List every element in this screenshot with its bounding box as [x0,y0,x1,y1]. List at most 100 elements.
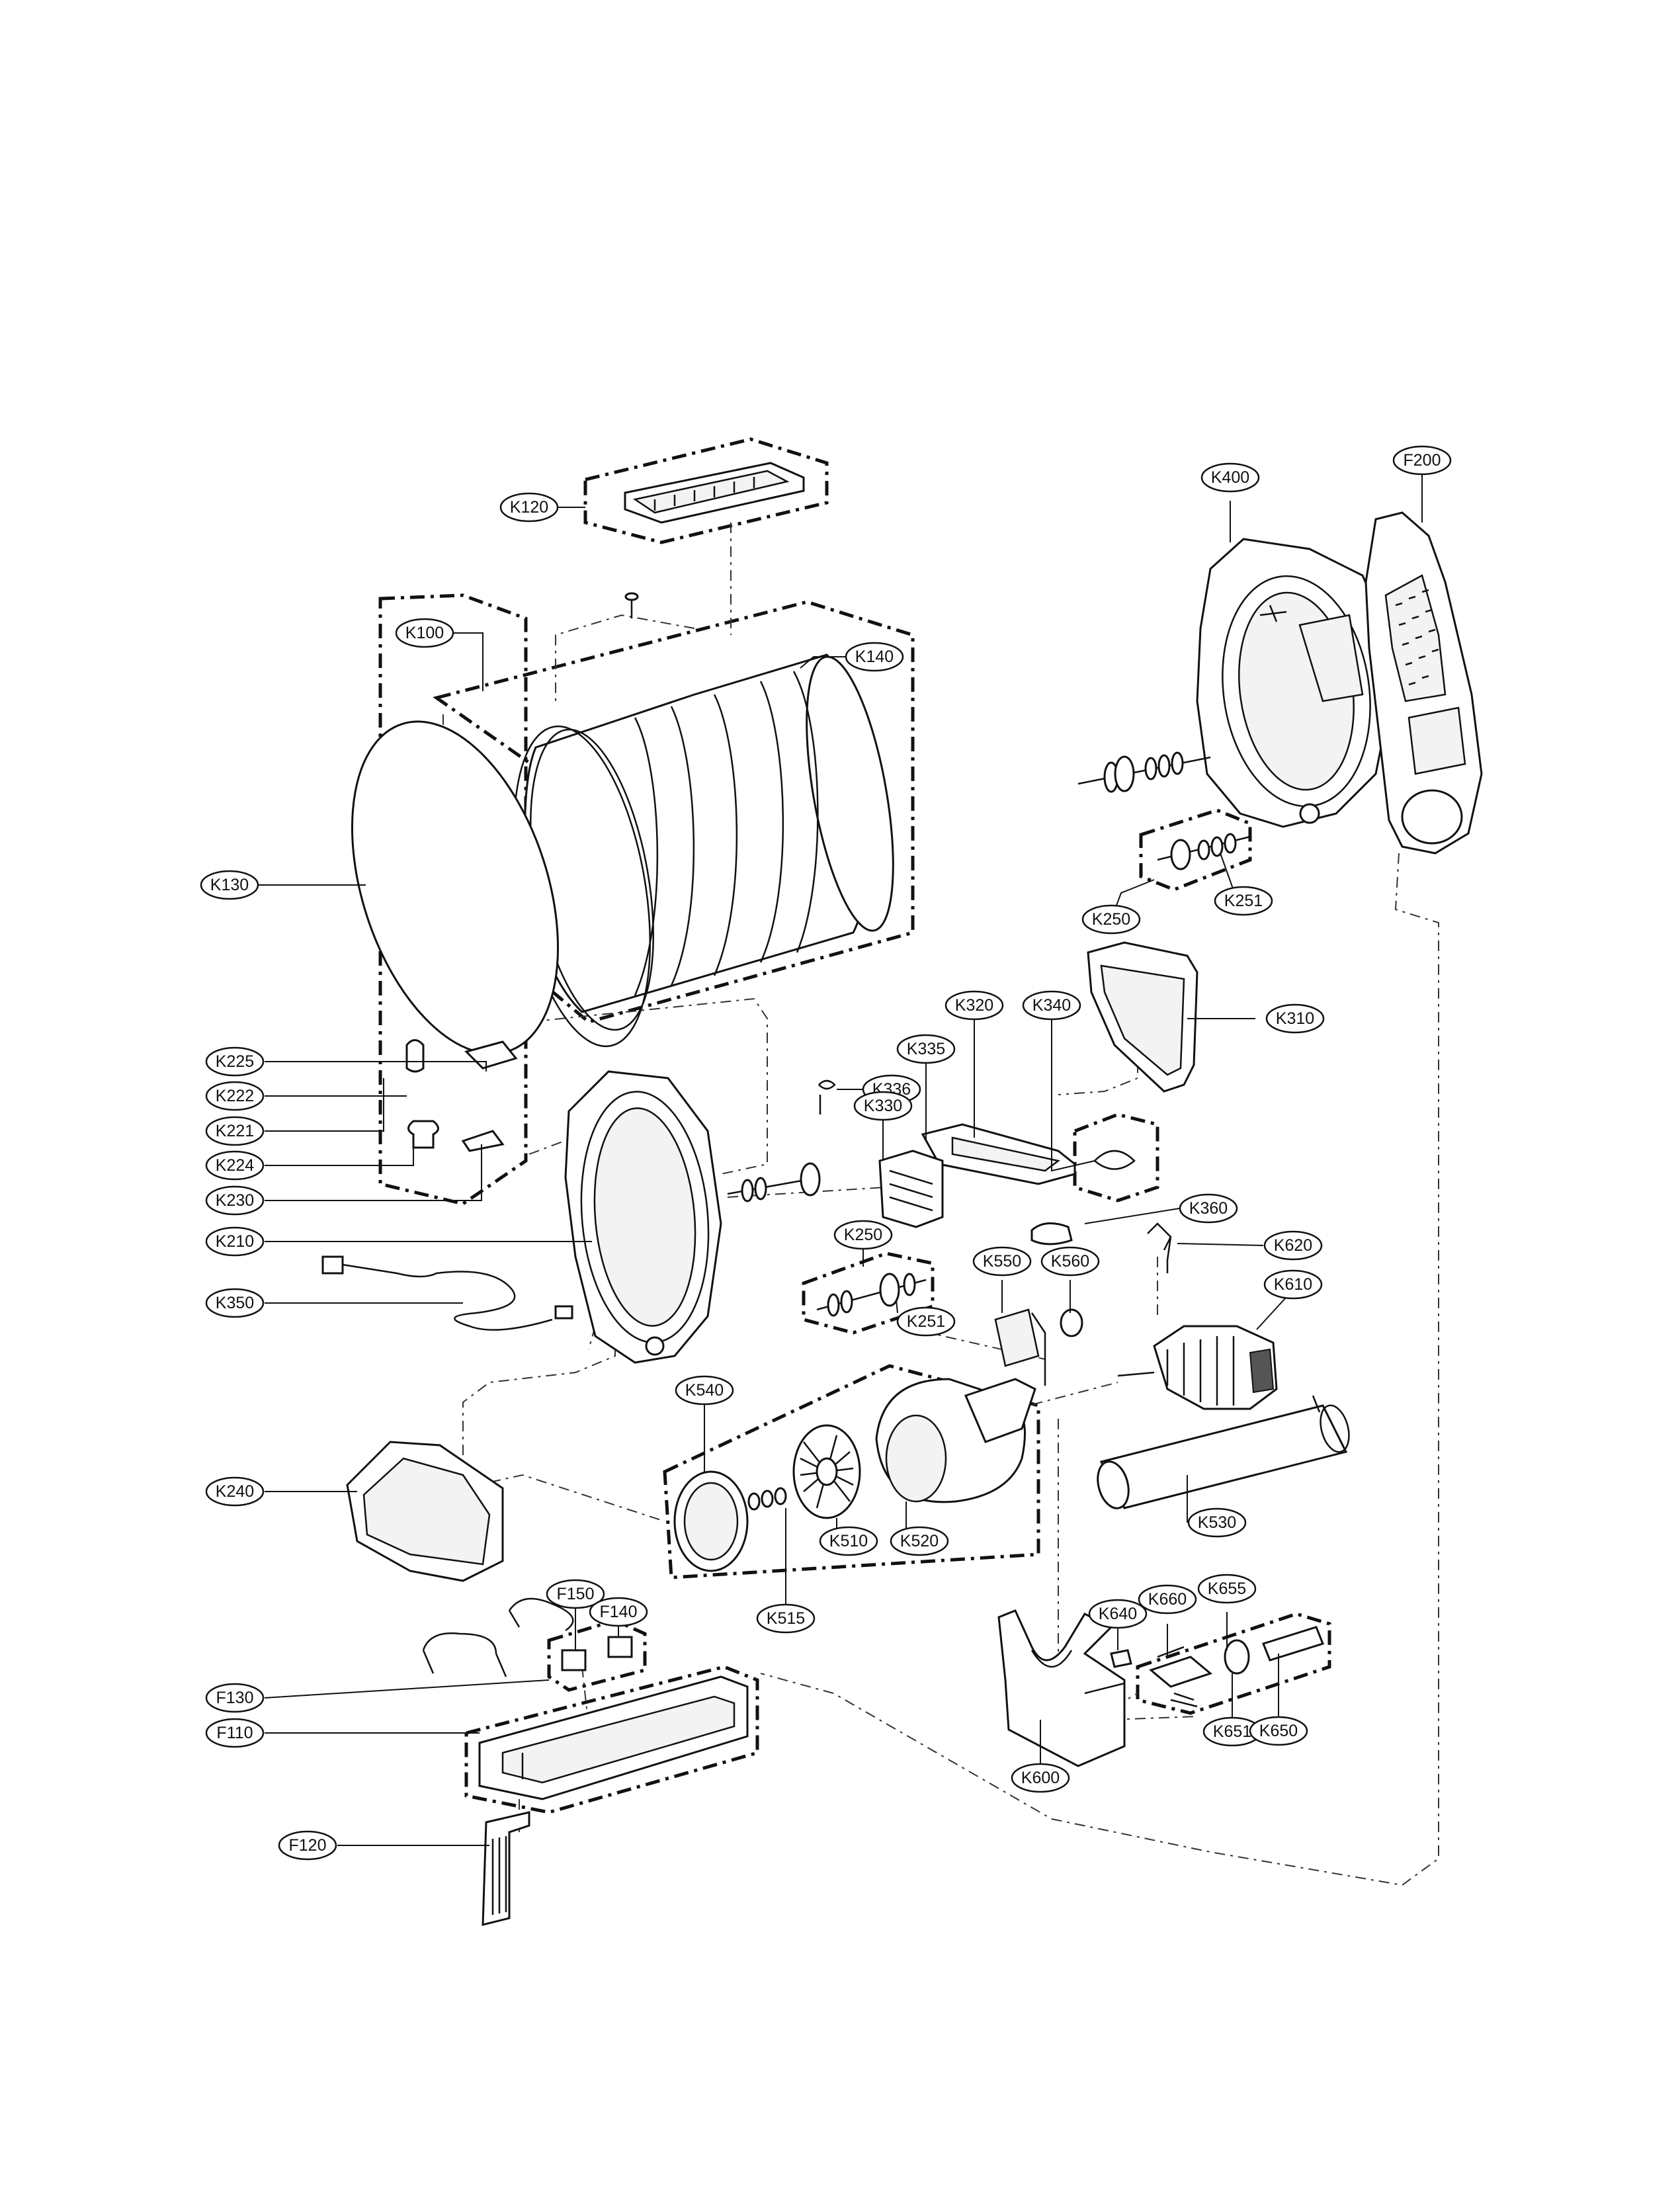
callout-k600: K600 [1011,1763,1070,1793]
callout-f150: F150 [546,1579,605,1609]
group-box-k250-top [1139,808,1252,892]
group-box-k340 [1073,1113,1159,1202]
callout-k550: K550 [972,1246,1032,1277]
callout-k400: K400 [1200,462,1260,493]
callout-k224: K224 [205,1150,265,1181]
rear-bulkhead-part [1196,538,1390,828]
wire-harness-part [321,1255,573,1331]
callout-k310: K310 [1265,1003,1325,1034]
callout-k340: K340 [1022,990,1081,1021]
callout-f110-label: F110 [216,1724,253,1742]
heater-housing-part [478,1675,749,1800]
callout-k520: K520 [890,1526,949,1556]
callout-k650: K650 [1249,1716,1308,1746]
group-box-k650 [1136,1612,1331,1715]
callout-k530: K530 [1187,1507,1247,1538]
callout-k225: K225 [205,1046,265,1077]
blower-housing-part [875,1378,1036,1503]
callout-f110: F110 [205,1718,265,1748]
leader-k340 [1051,1020,1095,1172]
callout-k230: K230 [205,1185,265,1216]
callout-k210-label: K210 [216,1232,254,1251]
front-duct-cover-part [346,1441,504,1582]
callout-k510-label: K510 [829,1532,868,1550]
drum-part [513,653,894,1048]
group-box-blower [663,1364,1040,1579]
callout-k100: K100 [395,618,454,648]
callout-k251-top-label: K251 [1224,892,1263,910]
leader-k224 [265,1148,414,1166]
callout-k100-label: K100 [405,624,444,642]
thermistor-part [994,1308,1083,1386]
callout-k130-label: K130 [210,876,249,894]
callout-k251-top: K251 [1214,886,1273,916]
callout-f200: F200 [1392,445,1452,476]
motor-bracket-part [997,1609,1126,1767]
tensioner-parts [1110,1626,1324,1708]
callout-k640-label: K640 [1099,1605,1137,1623]
group-box-f110 [464,1665,759,1814]
callout-k610: K610 [1263,1269,1323,1300]
callout-k651-label: K651 [1213,1722,1251,1741]
callout-k655: K655 [1197,1574,1257,1604]
callout-k120: K120 [499,492,559,523]
callout-k515-label: K515 [767,1609,805,1628]
thermostat-wires-part [422,1597,633,1677]
impeller-part [792,1424,861,1519]
leader-k140 [800,656,845,669]
connection-k120-drum [555,523,732,701]
callout-k251-mid-label: K251 [907,1312,945,1331]
spring-part [818,1079,836,1115]
motor-clip-part [1147,1222,1172,1273]
callout-k140-label: K140 [855,648,894,666]
callout-f120: F120 [278,1830,337,1861]
callout-k251-mid: K251 [896,1306,956,1337]
shaft-bearing-k250-mid [816,1273,927,1317]
callout-k222-label: K222 [216,1087,254,1105]
callout-k660: K660 [1138,1584,1197,1615]
washers-part [747,1487,787,1511]
front-bulkhead-part [564,1070,821,1364]
callout-k222: K222 [205,1081,265,1111]
baffle-part [624,462,805,524]
callout-f140: F140 [589,1597,648,1627]
callout-k620: K620 [1263,1230,1323,1261]
callout-k550-label: K550 [983,1252,1021,1271]
connection-front-blower [462,1204,665,1522]
callout-k350-label: K350 [216,1294,254,1312]
connection-k310 [1058,1038,1138,1095]
leader-k230 [265,1144,482,1201]
callout-k655-label: K655 [1208,1579,1246,1598]
callout-k340-label: K340 [1032,996,1071,1015]
callout-f130-label: F130 [216,1689,254,1707]
callout-k320: K320 [945,990,1004,1021]
callout-k530-label: K530 [1198,1513,1236,1532]
heater-element-part [482,1811,530,1926]
callout-k250-top-label: K250 [1092,910,1130,929]
callout-k360: K360 [1179,1193,1238,1224]
callout-k540-label: K540 [685,1381,724,1400]
leader-k225 [265,1061,487,1072]
callout-k560: K560 [1040,1246,1100,1277]
callout-k400-label: K400 [1211,468,1249,487]
callout-k221: K221 [205,1116,265,1146]
leader-k360 [1084,1208,1180,1224]
callout-k140: K140 [845,642,904,672]
callout-k335: K335 [896,1034,956,1064]
filter-housing-part [878,1123,1076,1228]
callout-k250-mid: K250 [833,1220,893,1250]
duct-tube-part [1097,1395,1350,1509]
callout-k650-label: K650 [1259,1722,1298,1740]
callout-k224-label: K224 [216,1156,254,1175]
group-box-k120 [583,437,829,544]
callout-k335-label: K335 [907,1040,945,1058]
callout-k130: K130 [200,870,259,900]
callout-f130: F130 [205,1683,265,1713]
callout-f140-label: F140 [600,1603,638,1621]
exhaust-duct-part [1365,511,1483,855]
screw-part [624,592,639,618]
callout-f150-label: F150 [557,1585,595,1603]
callout-k560-label: K560 [1051,1252,1089,1271]
motor-part [1117,1325,1278,1410]
